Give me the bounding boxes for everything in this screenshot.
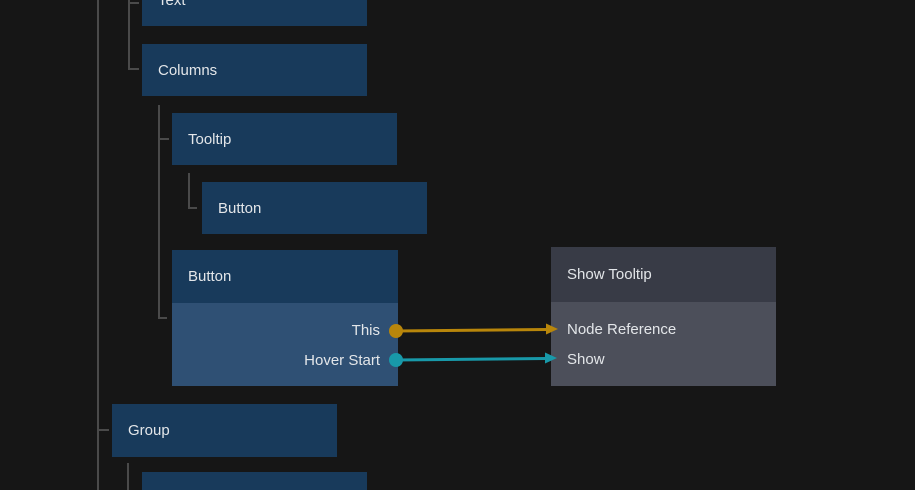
tree-line-tick-group — [97, 429, 109, 431]
wire-this-to-node-reference[interactable] — [395, 328, 548, 333]
tree-node-label: Columns — [158, 61, 218, 79]
tree-line-level1-vertical — [128, 0, 130, 70]
node-header[interactable]: Show Tooltip — [551, 247, 776, 302]
tree-node-button-expanded[interactable]: Button This Hover Start — [172, 250, 398, 386]
tree-node-columns[interactable]: Columns — [142, 44, 367, 96]
node-output-ports: This Hover Start — [172, 303, 398, 386]
tree-node-label: Button — [188, 268, 232, 285]
tree-node-text[interactable]: Text — [142, 0, 367, 26]
tree-node-partial-bottom[interactable] — [142, 472, 367, 490]
tree-node-tooltip[interactable]: Tooltip — [172, 113, 397, 165]
tree-line-tooltip-children-vertical — [188, 173, 190, 209]
tree-line-tick-text — [128, 2, 139, 4]
tree-node-button-child[interactable]: Button — [202, 182, 427, 234]
tree-line-group-children-vertical — [127, 463, 129, 490]
output-port-dot-hover-start[interactable] — [389, 353, 403, 367]
output-port-this[interactable]: This — [172, 315, 398, 345]
input-port-node-reference[interactable]: Node Reference — [551, 314, 776, 344]
action-node-title: Show Tooltip — [567, 266, 652, 283]
output-port-hover-start[interactable]: Hover Start — [172, 345, 398, 375]
action-node-show-tooltip[interactable]: Show Tooltip Node Reference Show — [551, 247, 776, 386]
tree-line-tick-button — [158, 317, 167, 319]
tree-node-label: Button — [218, 199, 262, 217]
output-port-dot-this[interactable] — [389, 324, 403, 338]
tree-line-tick-tooltip — [158, 138, 169, 140]
tree-line-root-vertical — [97, 0, 99, 490]
node-input-ports: Node Reference Show — [551, 302, 776, 386]
tree-node-label: Group — [128, 422, 170, 439]
tree-node-label: Text — [158, 0, 186, 9]
node-header[interactable]: Button — [172, 250, 398, 303]
input-port-label: Show — [567, 350, 605, 368]
output-port-label: This — [351, 321, 380, 339]
tree-node-group[interactable]: Group — [112, 404, 337, 457]
tree-node-label: Tooltip — [188, 130, 232, 148]
tree-line-tick-columns — [128, 68, 139, 70]
input-port-show[interactable]: Show — [551, 344, 776, 374]
tree-line-tick-button-child — [188, 207, 197, 209]
input-port-label: Node Reference — [567, 320, 677, 338]
wire-hover-start-to-show[interactable] — [395, 357, 547, 362]
tree-line-columns-children-vertical — [158, 105, 160, 319]
output-port-label: Hover Start — [304, 351, 380, 369]
